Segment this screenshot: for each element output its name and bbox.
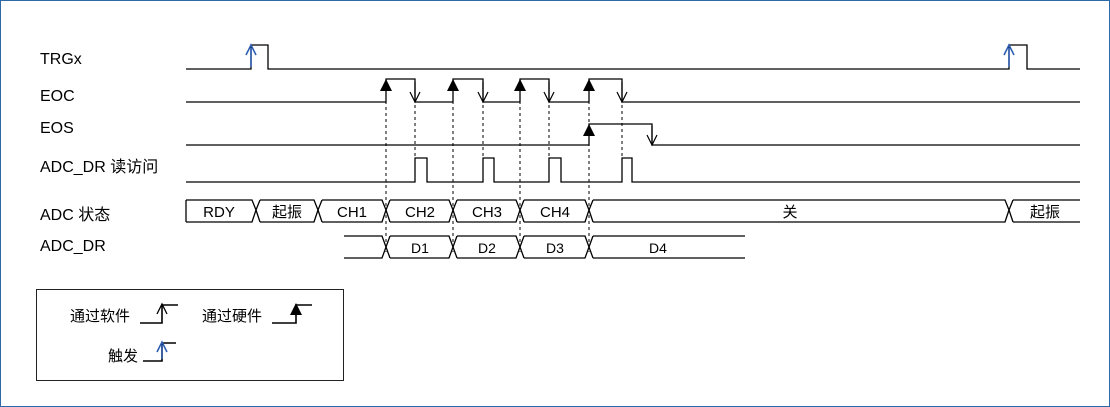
state-off: 关 [782, 203, 797, 221]
adc-state-bus [185, 199, 1080, 223]
state-rdy: RDY [203, 204, 235, 221]
trgx-rise-arrow-icon [1003, 43, 1015, 67]
eos-waveform [186, 123, 1080, 146]
label-eoc: EOC [40, 88, 75, 105]
legend-software-label: 通过软件 [70, 307, 131, 325]
legend-box [36, 289, 344, 381]
legend-hardware-label: 通过硬件 [202, 307, 263, 325]
state-startup: 起振 [272, 203, 302, 221]
eoc-clear-arrow-icon [409, 82, 628, 104]
state-ch2: CH2 [405, 204, 435, 221]
label-trgx: TRGx [40, 51, 82, 68]
trgx-rise-arrow-icon [245, 43, 257, 67]
state-ch3: CH3 [472, 204, 502, 221]
trgx-waveform [186, 44, 1080, 70]
trigger-arrow-icon [143, 340, 176, 362]
state-ch4: CH4 [540, 204, 570, 221]
eos-clear-arrow-icon [646, 126, 658, 147]
label-adc-dr-access: ADC_DR 读访问 [40, 159, 159, 176]
adc-dr-access-waveform [186, 157, 1080, 183]
adc-state-labels: RDY 起振 CH1 CH2 CH3 CH4 关 起振 [203, 203, 1060, 221]
adc-dr-labels: D1 D2 D3 D4 [411, 240, 667, 256]
dr-d4: D4 [649, 240, 667, 256]
dashed-guides [385, 95, 623, 252]
software-trigger-arrow-icon [140, 302, 178, 324]
eoc-set-arrow-icon [380, 79, 595, 91]
label-adc-state: ADC 状态 [40, 207, 111, 224]
label-eos: EOS [40, 120, 74, 137]
dr-d2: D2 [478, 240, 496, 256]
eoc-waveform [186, 78, 1080, 103]
eos-set-arrow-icon [583, 124, 595, 136]
adc-dr-bus [344, 235, 745, 259]
state-startup-2: 起振 [1030, 203, 1060, 221]
dr-d3: D3 [546, 240, 564, 256]
dr-d1: D1 [411, 240, 429, 256]
hardware-trigger-arrow-icon [272, 303, 312, 324]
state-ch1: CH1 [337, 204, 367, 221]
label-adc-dr: ADC_DR [40, 238, 106, 255]
legend-trigger-label: 触发 [108, 347, 139, 365]
